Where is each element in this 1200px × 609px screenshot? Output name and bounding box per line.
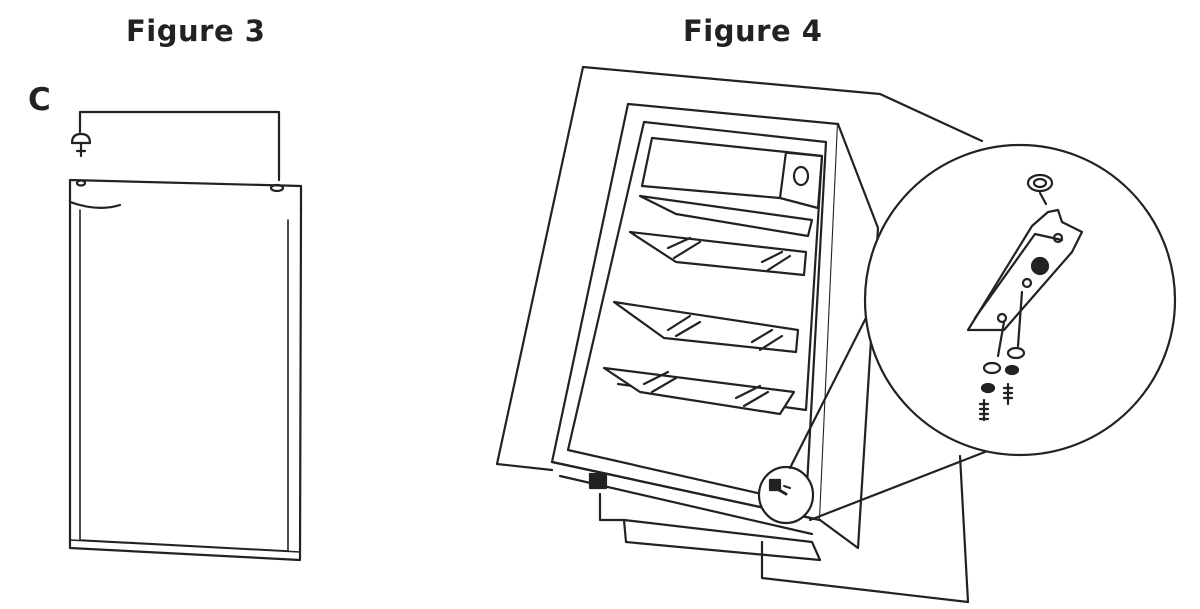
figure-4-title: Figure 4	[683, 14, 823, 48]
shelves	[602, 194, 814, 416]
figure-3-title: Figure 3	[126, 14, 266, 48]
hinge-detail-magnified	[863, 143, 1177, 457]
background-panel	[495, 65, 984, 472]
door-body	[68, 200, 303, 562]
callout-label-c: C	[28, 82, 51, 118]
hinge-pin	[70, 132, 92, 158]
callout-bracket	[78, 110, 281, 182]
cabinet-base	[622, 518, 822, 562]
figure-4-refrigerator-illustration	[495, 65, 1177, 604]
figure-3-door-illustration	[68, 110, 303, 562]
hinge-hole-left	[588, 472, 608, 490]
